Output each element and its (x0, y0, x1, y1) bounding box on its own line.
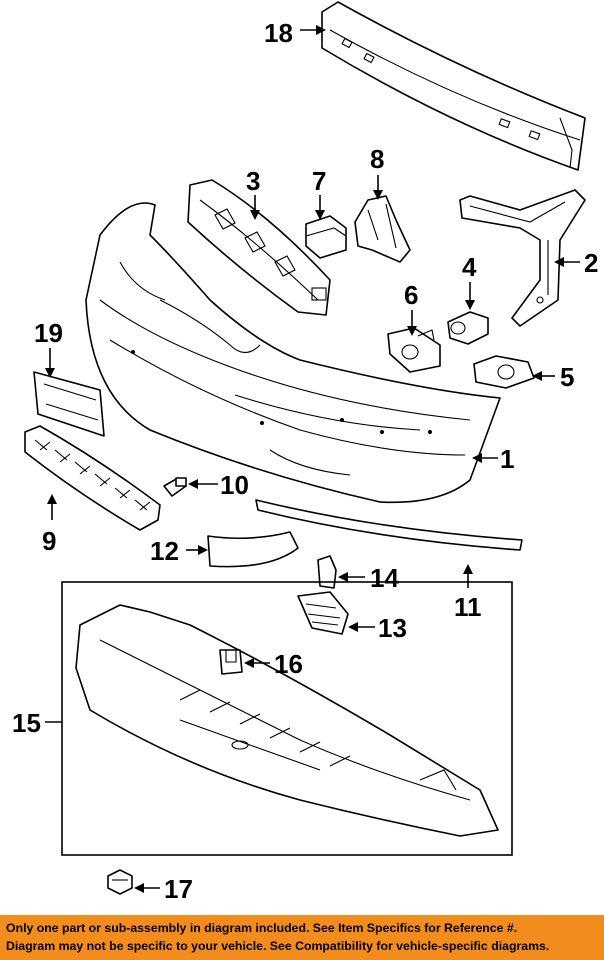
part-14-cover (317, 555, 337, 589)
part-15-box (61, 581, 513, 856)
callout-6: 6 (404, 280, 418, 310)
part-6-sensor-holder (387, 327, 441, 373)
callout-17: 17 (164, 874, 193, 904)
part-12-trim (207, 531, 299, 568)
part-1-bumper-cover (85, 202, 501, 504)
disclaimer-line-2: Diagram may not be specific to your vehi… (6, 939, 550, 953)
callout-5: 5 (560, 362, 574, 392)
part-5-sensor-holder (473, 355, 535, 389)
callout-10: 10 (220, 470, 249, 500)
part-11-molding (255, 499, 523, 551)
callout-4: 4 (462, 252, 477, 282)
callout-16: 16 (274, 649, 303, 679)
part-19-license-bracket (33, 371, 105, 437)
part-10-clip (163, 477, 187, 497)
part-18-reinforcement-bar (321, 1, 586, 171)
disclaimer-banner: Only one part or sub-assembly in diagram… (0, 915, 604, 960)
callout-19: 19 (34, 318, 63, 348)
disclaimer-line-1: Only one part or sub-assembly in diagram… (6, 921, 518, 935)
part-7-bracket (305, 215, 347, 259)
callout-12: 12 (150, 536, 179, 566)
callout-18: 18 (264, 18, 293, 48)
part-15-underbody-shield (75, 604, 499, 837)
part-16-clip (219, 649, 243, 675)
part-4-sensor (447, 311, 489, 345)
callout-2: 2 (584, 248, 598, 278)
part-8-bracket (354, 195, 411, 263)
callout-7: 7 (312, 166, 326, 196)
leader-lines (45, 25, 580, 893)
callout-11: 11 (454, 592, 482, 622)
part-2-side-bracket (459, 189, 586, 327)
callout-14: 14 (370, 563, 399, 593)
callout-13: 13 (378, 613, 407, 643)
part-9-grille (24, 425, 161, 531)
callout-labels: 18 3 7 8 2 4 6 19 5 1 10 9 12 14 11 13 1… (12, 18, 598, 904)
callout-8: 8 (370, 144, 384, 174)
callout-1: 1 (500, 444, 514, 474)
callout-9: 9 (42, 526, 56, 556)
callout-3: 3 (246, 166, 260, 196)
part-3-energy-absorber (187, 179, 331, 316)
callout-15: 15 (12, 708, 41, 738)
parts-diagram: 18 3 7 8 2 4 6 19 5 1 10 9 12 14 11 13 1… (12, 1, 598, 904)
part-17-bolt (107, 869, 133, 895)
part-13-fog-cover (297, 591, 349, 635)
